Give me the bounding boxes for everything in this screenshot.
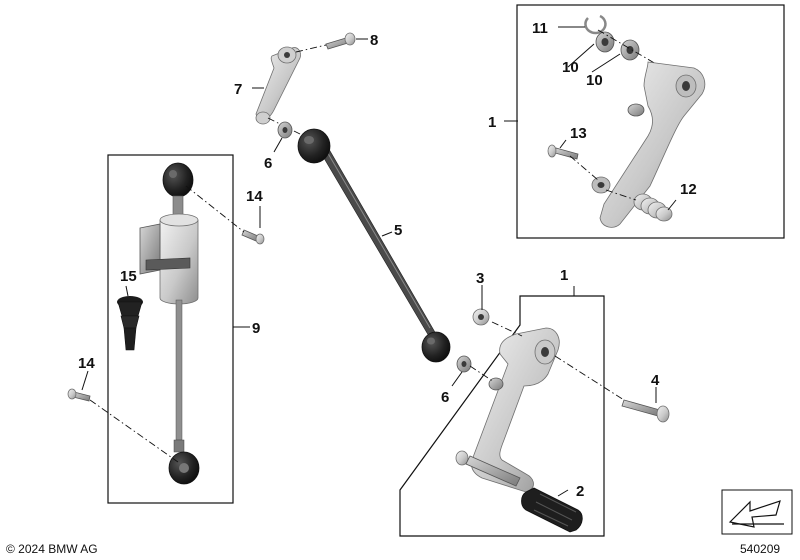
callout-9: 9 <box>252 320 260 337</box>
bolt-part-14-lower <box>67 388 91 402</box>
shift-sensor-part-9 <box>67 162 265 485</box>
callout-13: 13 <box>570 125 587 142</box>
bolt-part-14-upper <box>241 229 265 245</box>
callout-2: 2 <box>576 483 584 500</box>
circlip-part-11 <box>584 14 607 35</box>
frame-sensor-assembly <box>107 154 234 504</box>
dust-boot-part-15 <box>117 296 143 351</box>
shift-lever-bottom-group <box>455 308 670 533</box>
peg-rubber-part-2 <box>521 487 583 533</box>
callout-5: 5 <box>394 222 402 239</box>
callout-7: 7 <box>234 81 242 98</box>
orientation-icon <box>721 489 793 535</box>
shift-lever-part-1-bottom <box>471 327 560 493</box>
shift-lever-top-group <box>547 14 706 228</box>
callout-10-a: 10 <box>562 59 579 76</box>
callout-6-lower: 6 <box>441 389 449 406</box>
callout-1-top: 1 <box>488 114 496 131</box>
sensor-ball-joint-top <box>162 162 194 198</box>
bolt-part-4 <box>621 399 670 423</box>
bolt-part-13 <box>547 144 579 160</box>
leader-lines <box>81 26 677 497</box>
callout-15: 15 <box>120 268 137 285</box>
ball-joint-lower <box>421 331 451 363</box>
shift-lever-part-1-top <box>599 61 706 228</box>
callout-12: 12 <box>680 181 697 198</box>
callout-14-lower: 14 <box>78 355 95 372</box>
callout-8: 8 <box>370 32 378 49</box>
peg-rubber-part-12 <box>633 193 673 222</box>
callout-6-upper: 6 <box>264 155 272 172</box>
callout-4: 4 <box>651 372 660 389</box>
bolt-part-8 <box>325 32 356 50</box>
copyright-text: © 2024 BMW AG <box>6 542 98 556</box>
diagram-number: 540209 <box>740 542 780 556</box>
shift-rod-part-5 <box>297 128 451 363</box>
callout-10-b: 10 <box>586 72 603 89</box>
ball-joint-upper <box>297 128 331 164</box>
intermediate-lever-part-7 <box>255 46 301 125</box>
frame-pedal-assembly-bottom <box>399 295 605 537</box>
callout-11: 11 <box>532 20 548 37</box>
callout-3: 3 <box>476 270 484 287</box>
callout-14-upper: 14 <box>246 188 263 205</box>
callout-1-bottom: 1 <box>560 267 568 284</box>
